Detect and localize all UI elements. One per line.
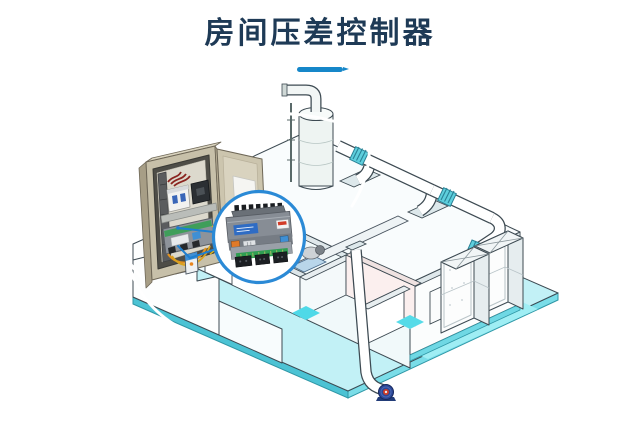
exhaust-fan [376, 384, 396, 401]
callout-leader-lines [176, 226, 215, 259]
contactor [190, 179, 211, 205]
underline-arrow-tip [343, 67, 349, 71]
page-header: 房间压差控制器 [0, 16, 640, 72]
callout-circle [211, 189, 307, 285]
wall-sensor [184, 251, 199, 275]
cabinet-wiring-red [167, 171, 191, 187]
decorative-arcs [114, 104, 371, 332]
circuit-breaker [166, 184, 191, 213]
page-title: 房间压差控制器 [204, 17, 436, 50]
duct-coupling [349, 146, 369, 166]
title-underline-accent [297, 67, 349, 72]
duct-coupling [437, 187, 457, 207]
ahu-units [440, 230, 524, 334]
device-blue-label [233, 222, 259, 236]
pressure-controller-device [225, 202, 294, 268]
exhaust-downpipe [344, 240, 389, 397]
roof-beam-and-pump [291, 215, 410, 273]
scrubber-tank [281, 83, 334, 190]
ahu-unit-front [440, 246, 490, 334]
din-rail [160, 202, 218, 224]
